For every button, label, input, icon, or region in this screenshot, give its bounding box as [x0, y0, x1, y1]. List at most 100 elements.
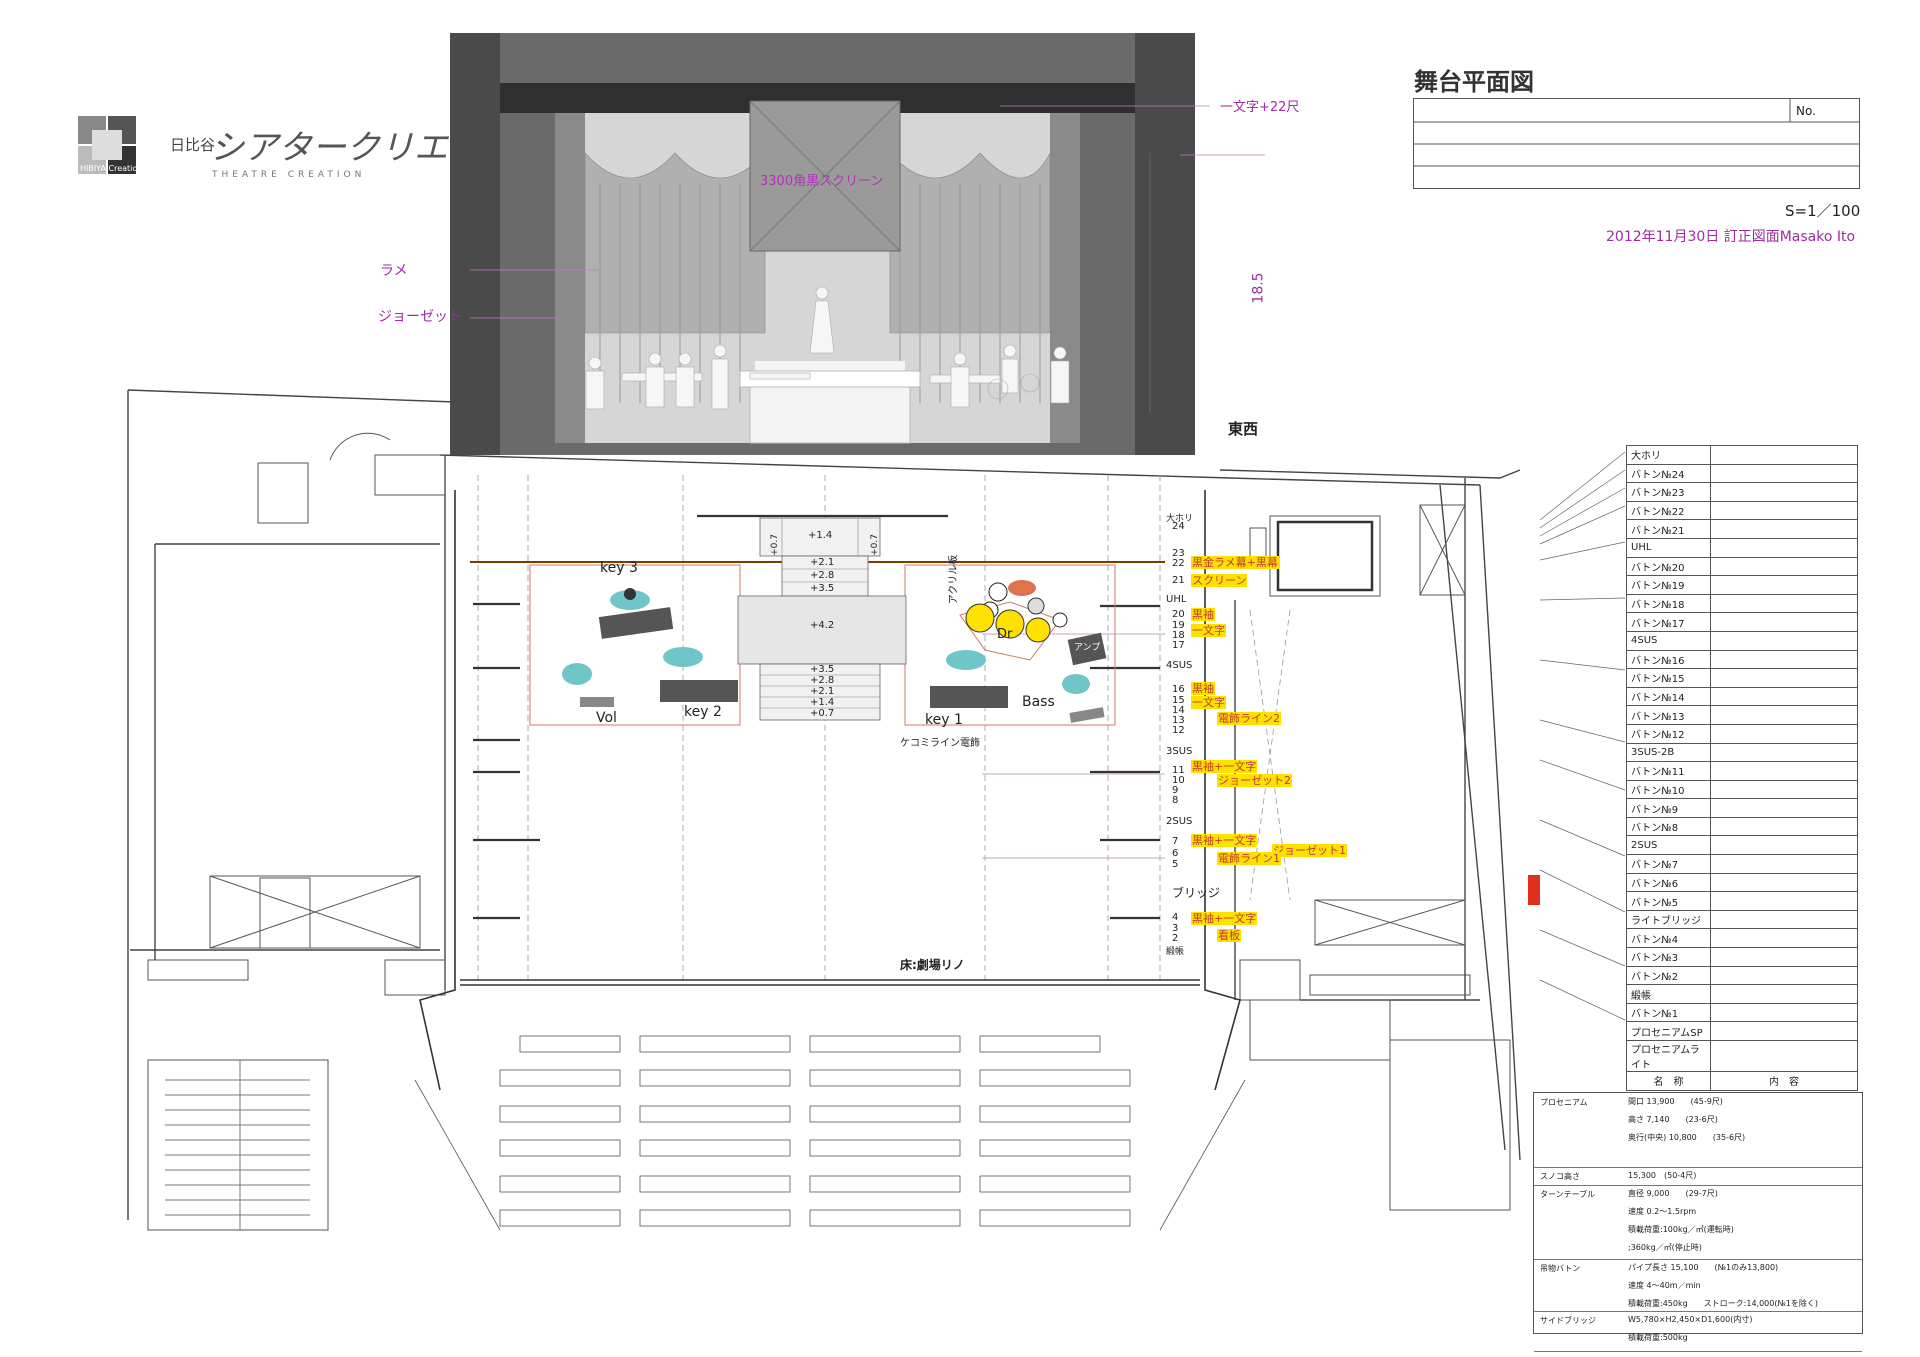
- logo-sub-text: THEATRE CREATION: [212, 170, 366, 180]
- legend-row: プロセニアムライト: [1626, 1040, 1858, 1072]
- batten-num: 21: [1172, 575, 1185, 586]
- legend-row: バトン№7: [1626, 854, 1858, 874]
- legend-name: バトン№10: [1626, 779, 1711, 800]
- step-down-1: +3.5: [810, 664, 835, 675]
- legend-header-name: 名 称: [1626, 1071, 1711, 1091]
- step-down-4: +1.4: [810, 697, 835, 708]
- spec-value: 速度 4〜40m／min: [1628, 1281, 1701, 1290]
- legend-row: バトン№4: [1626, 928, 1858, 949]
- performer-vol: Vol: [596, 710, 617, 726]
- legend-content: [1710, 500, 1858, 521]
- batten-num: 18: [1172, 630, 1185, 641]
- elevation-leaders: [470, 105, 1265, 319]
- spec-key: サイドブリッジ: [1540, 1316, 1596, 1325]
- legend-name: バトン№19: [1626, 575, 1711, 595]
- legend-content: [1710, 1040, 1858, 1072]
- legend-content: [1710, 445, 1858, 465]
- batten-num: 大ホリ: [1166, 514, 1194, 524]
- legend-name: バトン№7: [1626, 854, 1711, 874]
- tag: 一文字: [1191, 624, 1226, 637]
- legend-row: バトン№19: [1626, 575, 1858, 595]
- spec-key: 吊物バトン: [1540, 1264, 1581, 1273]
- performer-key1: key 1: [925, 712, 963, 728]
- tag: 黒袖+一文字: [1191, 760, 1258, 773]
- legend-row: バトン№6: [1626, 872, 1858, 893]
- step-top-left: +0.7: [769, 534, 780, 556]
- ichimonji-label: 一文字+22尺: [1220, 100, 1300, 115]
- legend-row: バトン№10: [1626, 779, 1858, 800]
- legend-row: バトン№16: [1626, 649, 1858, 670]
- legend-name: バトン№15: [1626, 668, 1711, 688]
- amp-label: アンプ: [1074, 643, 1101, 653]
- batten-num: 13: [1172, 715, 1185, 726]
- stage-elevation: [450, 33, 1195, 455]
- legend-row: バトン№21: [1626, 519, 1858, 539]
- batten-num: 4: [1172, 912, 1179, 923]
- tag: スクリーン: [1191, 574, 1248, 587]
- legend-row: バトン№12: [1626, 723, 1858, 744]
- legend-name: バトン№16: [1626, 649, 1711, 670]
- batten-num: 20: [1172, 609, 1185, 620]
- legend-content: [1710, 686, 1858, 707]
- spec-value: 間口 13,900 (45-9尺): [1628, 1097, 1723, 1106]
- legend-name: プロセニアムSP: [1626, 1021, 1711, 1041]
- spec-value: 15,300 (50-4尺): [1628, 1171, 1697, 1180]
- spec-value: 速度 0.2〜1.5rpm: [1628, 1207, 1697, 1216]
- spec-value: 直径 9,000 (29-7尺): [1628, 1189, 1718, 1198]
- kekomi-label: ケコミライン電飾: [900, 738, 980, 749]
- acrylic-label: アクリル板: [948, 554, 960, 605]
- legend-content: [1710, 630, 1858, 651]
- legend-name: バトン№2: [1626, 965, 1711, 986]
- batten-num: 3: [1172, 923, 1179, 934]
- legend-content: [1710, 872, 1858, 893]
- legend-content: [1710, 947, 1858, 967]
- legend-name: バトン№24: [1626, 463, 1711, 484]
- legend-content: [1710, 482, 1858, 502]
- performer-key3: key 3: [600, 560, 638, 576]
- legend-row: バトン№11: [1626, 761, 1858, 781]
- legend-name: バトン№17: [1626, 612, 1711, 632]
- drawing-title: 舞台平面図: [1414, 68, 1534, 96]
- legend-content: [1710, 891, 1858, 911]
- legend-row: バトン№22: [1626, 500, 1858, 521]
- legend-row: UHL: [1626, 537, 1858, 558]
- step-top-center: +1.4: [808, 530, 833, 541]
- legend-name: 緞帳: [1626, 984, 1711, 1004]
- spec-value: 積載荷重:450kg ストローク:14,000(№1を除く): [1628, 1299, 1819, 1308]
- legend-row: プロセニアムSP: [1626, 1021, 1858, 1041]
- legend-name: バトン№4: [1626, 928, 1711, 949]
- logo-mark-text: HIBIYA Creation: [80, 164, 143, 173]
- legend-row: バトン№23: [1626, 482, 1858, 502]
- legend-name: バトン№22: [1626, 500, 1711, 521]
- legend-content: [1710, 779, 1858, 800]
- legend-row: バトン№9: [1626, 798, 1858, 818]
- legend-name: バトン№18: [1626, 593, 1711, 614]
- spec-key: ターンテーブル: [1540, 1190, 1596, 1199]
- batten-num: 11: [1172, 765, 1185, 776]
- batten-num: 7: [1172, 836, 1179, 847]
- legend-content: [1710, 593, 1858, 614]
- batten-num: 6: [1172, 848, 1179, 859]
- legend-name: ライトブリッジ: [1626, 909, 1711, 930]
- spec-value: W5,780×H2,450×D1,600(内寸): [1628, 1315, 1753, 1324]
- legend-content: [1710, 1002, 1858, 1023]
- batten-num: 17: [1172, 640, 1185, 651]
- legend-content: [1710, 537, 1858, 558]
- legend-name: 大ホリ: [1626, 445, 1711, 465]
- legend-row: バトン№18: [1626, 593, 1858, 614]
- step-center: +4.2: [810, 620, 835, 631]
- legend-name: バトン№20: [1626, 556, 1711, 577]
- performer-bass: Bass: [1022, 694, 1055, 710]
- legend-row: バトン№3: [1626, 947, 1858, 967]
- legend-content: [1710, 556, 1858, 577]
- legend-name: バトン№12: [1626, 723, 1711, 744]
- screen-label: 3300角黒スクリーン: [760, 174, 884, 189]
- batten-num: 5: [1172, 859, 1179, 870]
- legend-header-row: 名 称内 容: [1626, 1071, 1858, 1091]
- scale-label: S=1／100: [1785, 202, 1861, 220]
- batten-num: 緞帳: [1166, 947, 1185, 957]
